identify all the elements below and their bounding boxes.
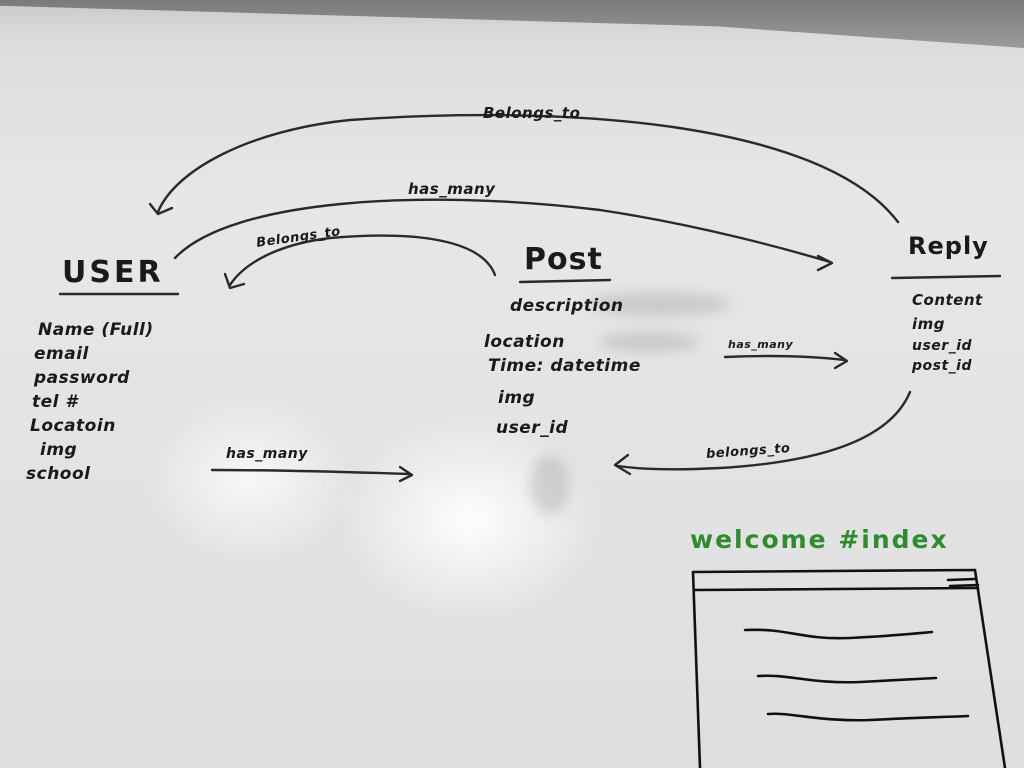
arrowhead bbox=[833, 351, 849, 370]
user-field: img bbox=[40, 440, 78, 460]
content-line bbox=[766, 712, 970, 722]
user-field: password bbox=[34, 368, 130, 388]
user-field: Locatoin bbox=[30, 416, 116, 436]
user-title: USER bbox=[62, 255, 164, 290]
wireframe-window bbox=[691, 568, 1007, 768]
relation-label-reply-user: Belongs_to bbox=[483, 104, 581, 122]
content-line bbox=[756, 674, 938, 684]
reply-field: user_id bbox=[912, 338, 973, 354]
content-line bbox=[743, 628, 934, 640]
reply-field: Content bbox=[912, 291, 983, 309]
reply-title: Reply bbox=[908, 232, 989, 260]
arrowhead bbox=[816, 254, 834, 272]
erased-smudge bbox=[590, 292, 730, 316]
post-field: location bbox=[484, 332, 565, 352]
post-field: user_id bbox=[496, 418, 569, 438]
arrow-reply-belongs-to-post bbox=[616, 390, 912, 471]
wireframe-title: welcome #index bbox=[690, 525, 949, 554]
arrowhead bbox=[613, 453, 632, 476]
arrowhead bbox=[223, 272, 246, 290]
reply-title-underline bbox=[890, 274, 1002, 280]
user-field: Name (Full) bbox=[38, 320, 154, 340]
post-title-underline bbox=[518, 278, 612, 284]
post-field-list: description location Time: datetime img … bbox=[484, 294, 640, 440]
user-field: email bbox=[34, 344, 89, 364]
user-field-list: Name (Full) email password tel # Locatoi… bbox=[26, 318, 153, 486]
relation-label-user-post: has_many bbox=[226, 446, 308, 462]
user-field: tel # bbox=[32, 392, 78, 412]
post-title: Post bbox=[524, 242, 603, 277]
post-field: Time: datetime bbox=[488, 356, 641, 376]
user-field: school bbox=[26, 464, 91, 484]
arrow-post-has-many-reply bbox=[723, 354, 847, 362]
arrow-user-has-many-reply bbox=[173, 198, 832, 264]
erased-smudge bbox=[600, 332, 700, 352]
arrowhead bbox=[148, 202, 174, 216]
arrow-user-has-many-post bbox=[210, 468, 412, 476]
reply-field: post_id bbox=[912, 358, 972, 374]
post-field: img bbox=[498, 388, 536, 408]
reply-field: img bbox=[912, 315, 946, 333]
arrowhead bbox=[398, 465, 414, 483]
reply-field-list: Content img user_id post_id bbox=[912, 288, 983, 374]
relation-label-user-reply: has_many bbox=[408, 180, 496, 198]
relation-label-post-reply: has_many bbox=[728, 338, 794, 351]
post-field: description bbox=[510, 296, 624, 316]
erased-smudge bbox=[530, 455, 570, 515]
arrow-post-belongs-to-user bbox=[228, 234, 497, 287]
arrow-reply-belongs-to-user bbox=[156, 113, 900, 224]
